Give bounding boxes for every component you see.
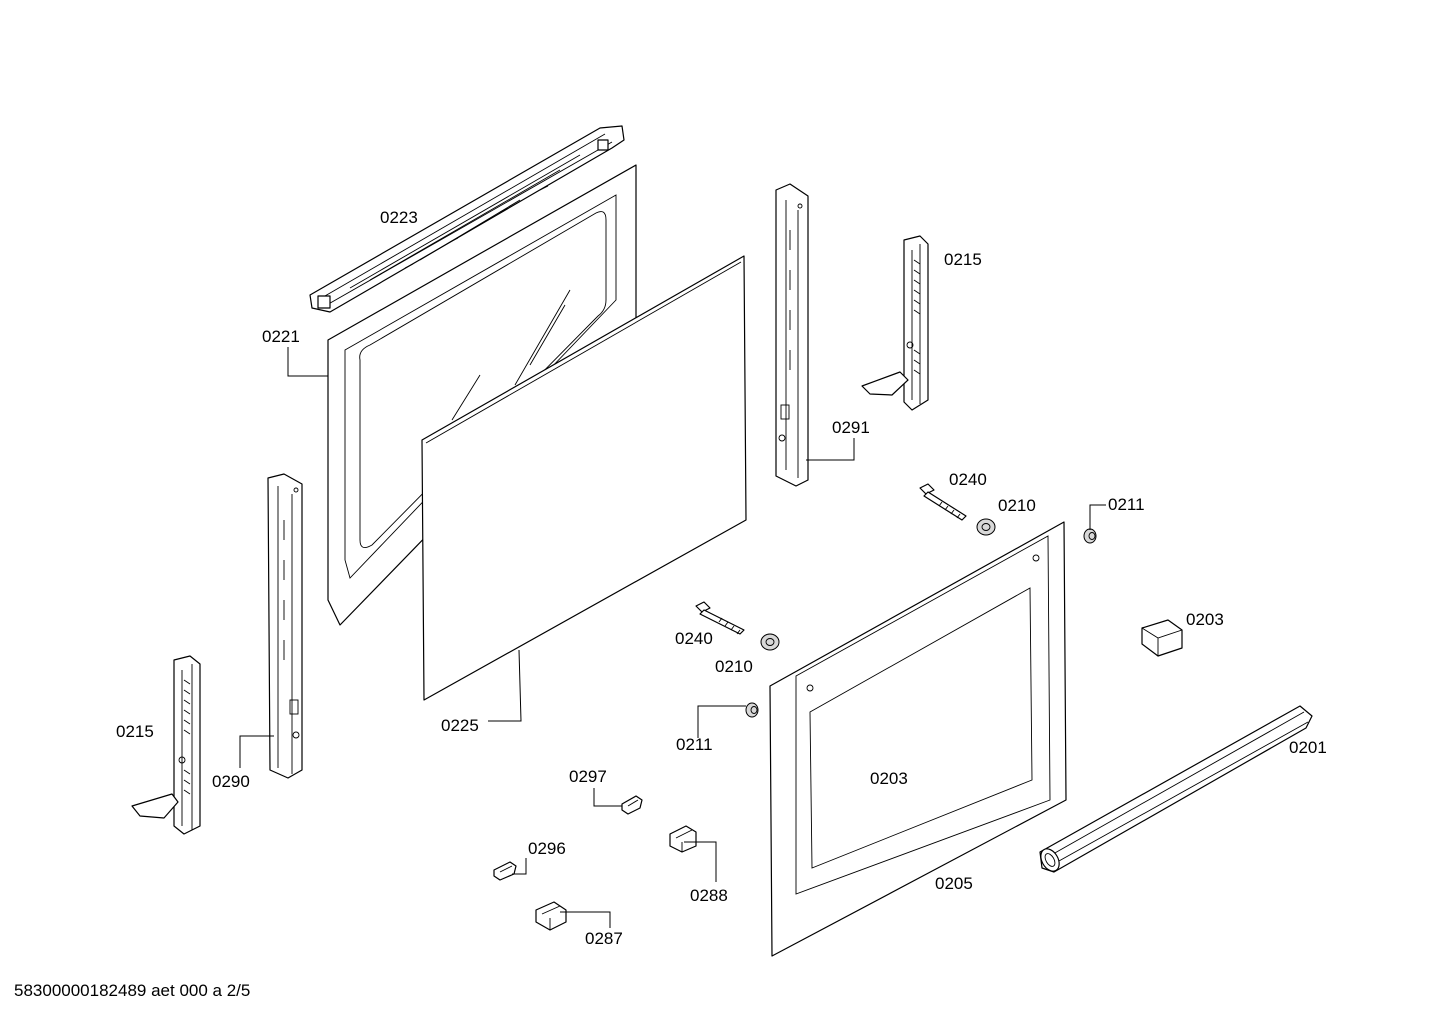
- part-0288-clip: [669, 825, 697, 853]
- label-0215-left: 0215: [116, 722, 154, 741]
- part-0240-bolt-top: [919, 483, 967, 521]
- part-0287-clip: [535, 901, 567, 931]
- leader-lines: [239, 347, 1106, 928]
- label-0211-mid: 0211: [676, 735, 713, 754]
- label-0296: 0296: [528, 839, 566, 858]
- label-0291: 0291: [832, 418, 870, 437]
- label-0210-top: 0210: [998, 496, 1036, 515]
- part-0203-block-right: [1141, 619, 1183, 657]
- part-labels: 0223 0221 0225 0291 0215 0215 0290 0240 …: [116, 208, 1327, 948]
- label-0287: 0287: [585, 929, 623, 948]
- part-0211-cap-mid: [745, 702, 759, 718]
- part-0297-clip: [621, 795, 643, 815]
- part-0210-nut-top: [976, 518, 996, 536]
- label-0211-top: 0211: [1108, 495, 1145, 514]
- label-0215-right: 0215: [944, 250, 982, 269]
- part-0201-handle-bar: [1039, 705, 1313, 873]
- label-0203-center: 0203: [870, 769, 908, 788]
- label-0210-mid: 0210: [715, 657, 753, 676]
- part-0240-bolt-mid: [695, 601, 745, 635]
- part-0205-outer-door: [769, 521, 1067, 957]
- part-0211-cap-top: [1083, 528, 1097, 544]
- part-0215-right-hinge: [861, 235, 929, 411]
- label-0240-top: 0240: [949, 470, 987, 489]
- label-0223: 0223: [380, 208, 418, 227]
- part-0291-hinge-rail: [775, 183, 809, 487]
- part-0296-clip: [493, 861, 517, 881]
- label-0221: 0221: [262, 327, 300, 346]
- label-0203-right: 0203: [1186, 610, 1224, 629]
- part-0215-left-hinge: [131, 655, 201, 835]
- label-0240-mid: 0240: [675, 629, 713, 648]
- part-0210-nut-mid: [760, 633, 780, 651]
- label-0201: 0201: [1289, 738, 1327, 757]
- label-0290: 0290: [212, 772, 250, 791]
- document-footer-id: 58300000182489 aet 000 a 2/5: [14, 981, 251, 1000]
- part-0223-top-trim: [309, 125, 625, 313]
- label-0225: 0225: [441, 716, 479, 735]
- label-0297: 0297: [569, 767, 607, 786]
- label-0288: 0288: [690, 886, 728, 905]
- part-0290-hinge-rail: [267, 473, 303, 779]
- label-0205: 0205: [935, 874, 973, 893]
- part-0225-glass-pane: [421, 255, 747, 701]
